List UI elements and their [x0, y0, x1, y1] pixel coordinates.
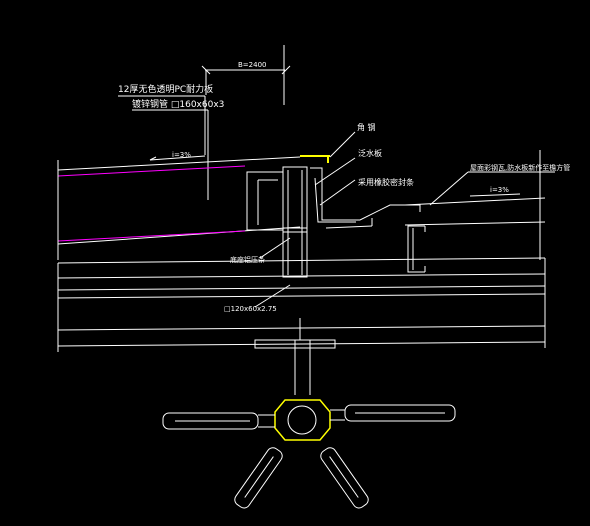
dim-top-spacing: B=2400 [238, 61, 266, 69]
label-secondary-purlin: 镀锌钢管 □160x60x3 [132, 98, 224, 110]
tube-diagonal-right [320, 447, 369, 509]
label-glazing-bar: 底座铝压条 [230, 255, 265, 264]
skylight-panel-magenta [57, 165, 246, 242]
slope-left: i=3% [172, 151, 191, 159]
leader-drain [429, 171, 555, 206]
leader-purlin [132, 109, 209, 200]
slope-right: i=3% [490, 186, 509, 194]
tube-left [162, 412, 275, 430]
slope-arrow-left [149, 155, 206, 161]
leader-seal [319, 179, 356, 206]
skylight-panel [57, 156, 301, 245]
leader-corner [329, 131, 356, 158]
tube-diagonal-left [234, 447, 283, 509]
support-column [254, 318, 336, 395]
slope-arrow-right [469, 193, 521, 197]
label-flashing: 泛水板 [358, 148, 382, 158]
leader-glazing-bar [259, 237, 291, 259]
leader-flashing [314, 157, 356, 186]
label-skylight-panel: 12厚无色透明PC耐力板 [118, 83, 213, 95]
center-post [282, 166, 308, 278]
ball-node [274, 399, 331, 441]
c-purlin [407, 225, 426, 273]
dimension-line [201, 45, 291, 105]
right-roof [404, 150, 546, 260]
main-beam [57, 257, 546, 352]
flashing [310, 167, 421, 229]
label-seal-strip: 采用橡胶密封条 [358, 177, 414, 187]
side-bracket [246, 171, 284, 231]
label-drain-gutter: 屋面彩钢瓦,防水板新作至檐方管 [470, 163, 570, 172]
corner-trim [300, 155, 330, 163]
leader-skylight [118, 95, 206, 155]
tube-right [330, 404, 456, 422]
leader-beam [254, 284, 291, 308]
label-corner-trim: 角 钢 [357, 122, 376, 132]
label-main-beam: □120x60x2.75 [224, 305, 277, 313]
